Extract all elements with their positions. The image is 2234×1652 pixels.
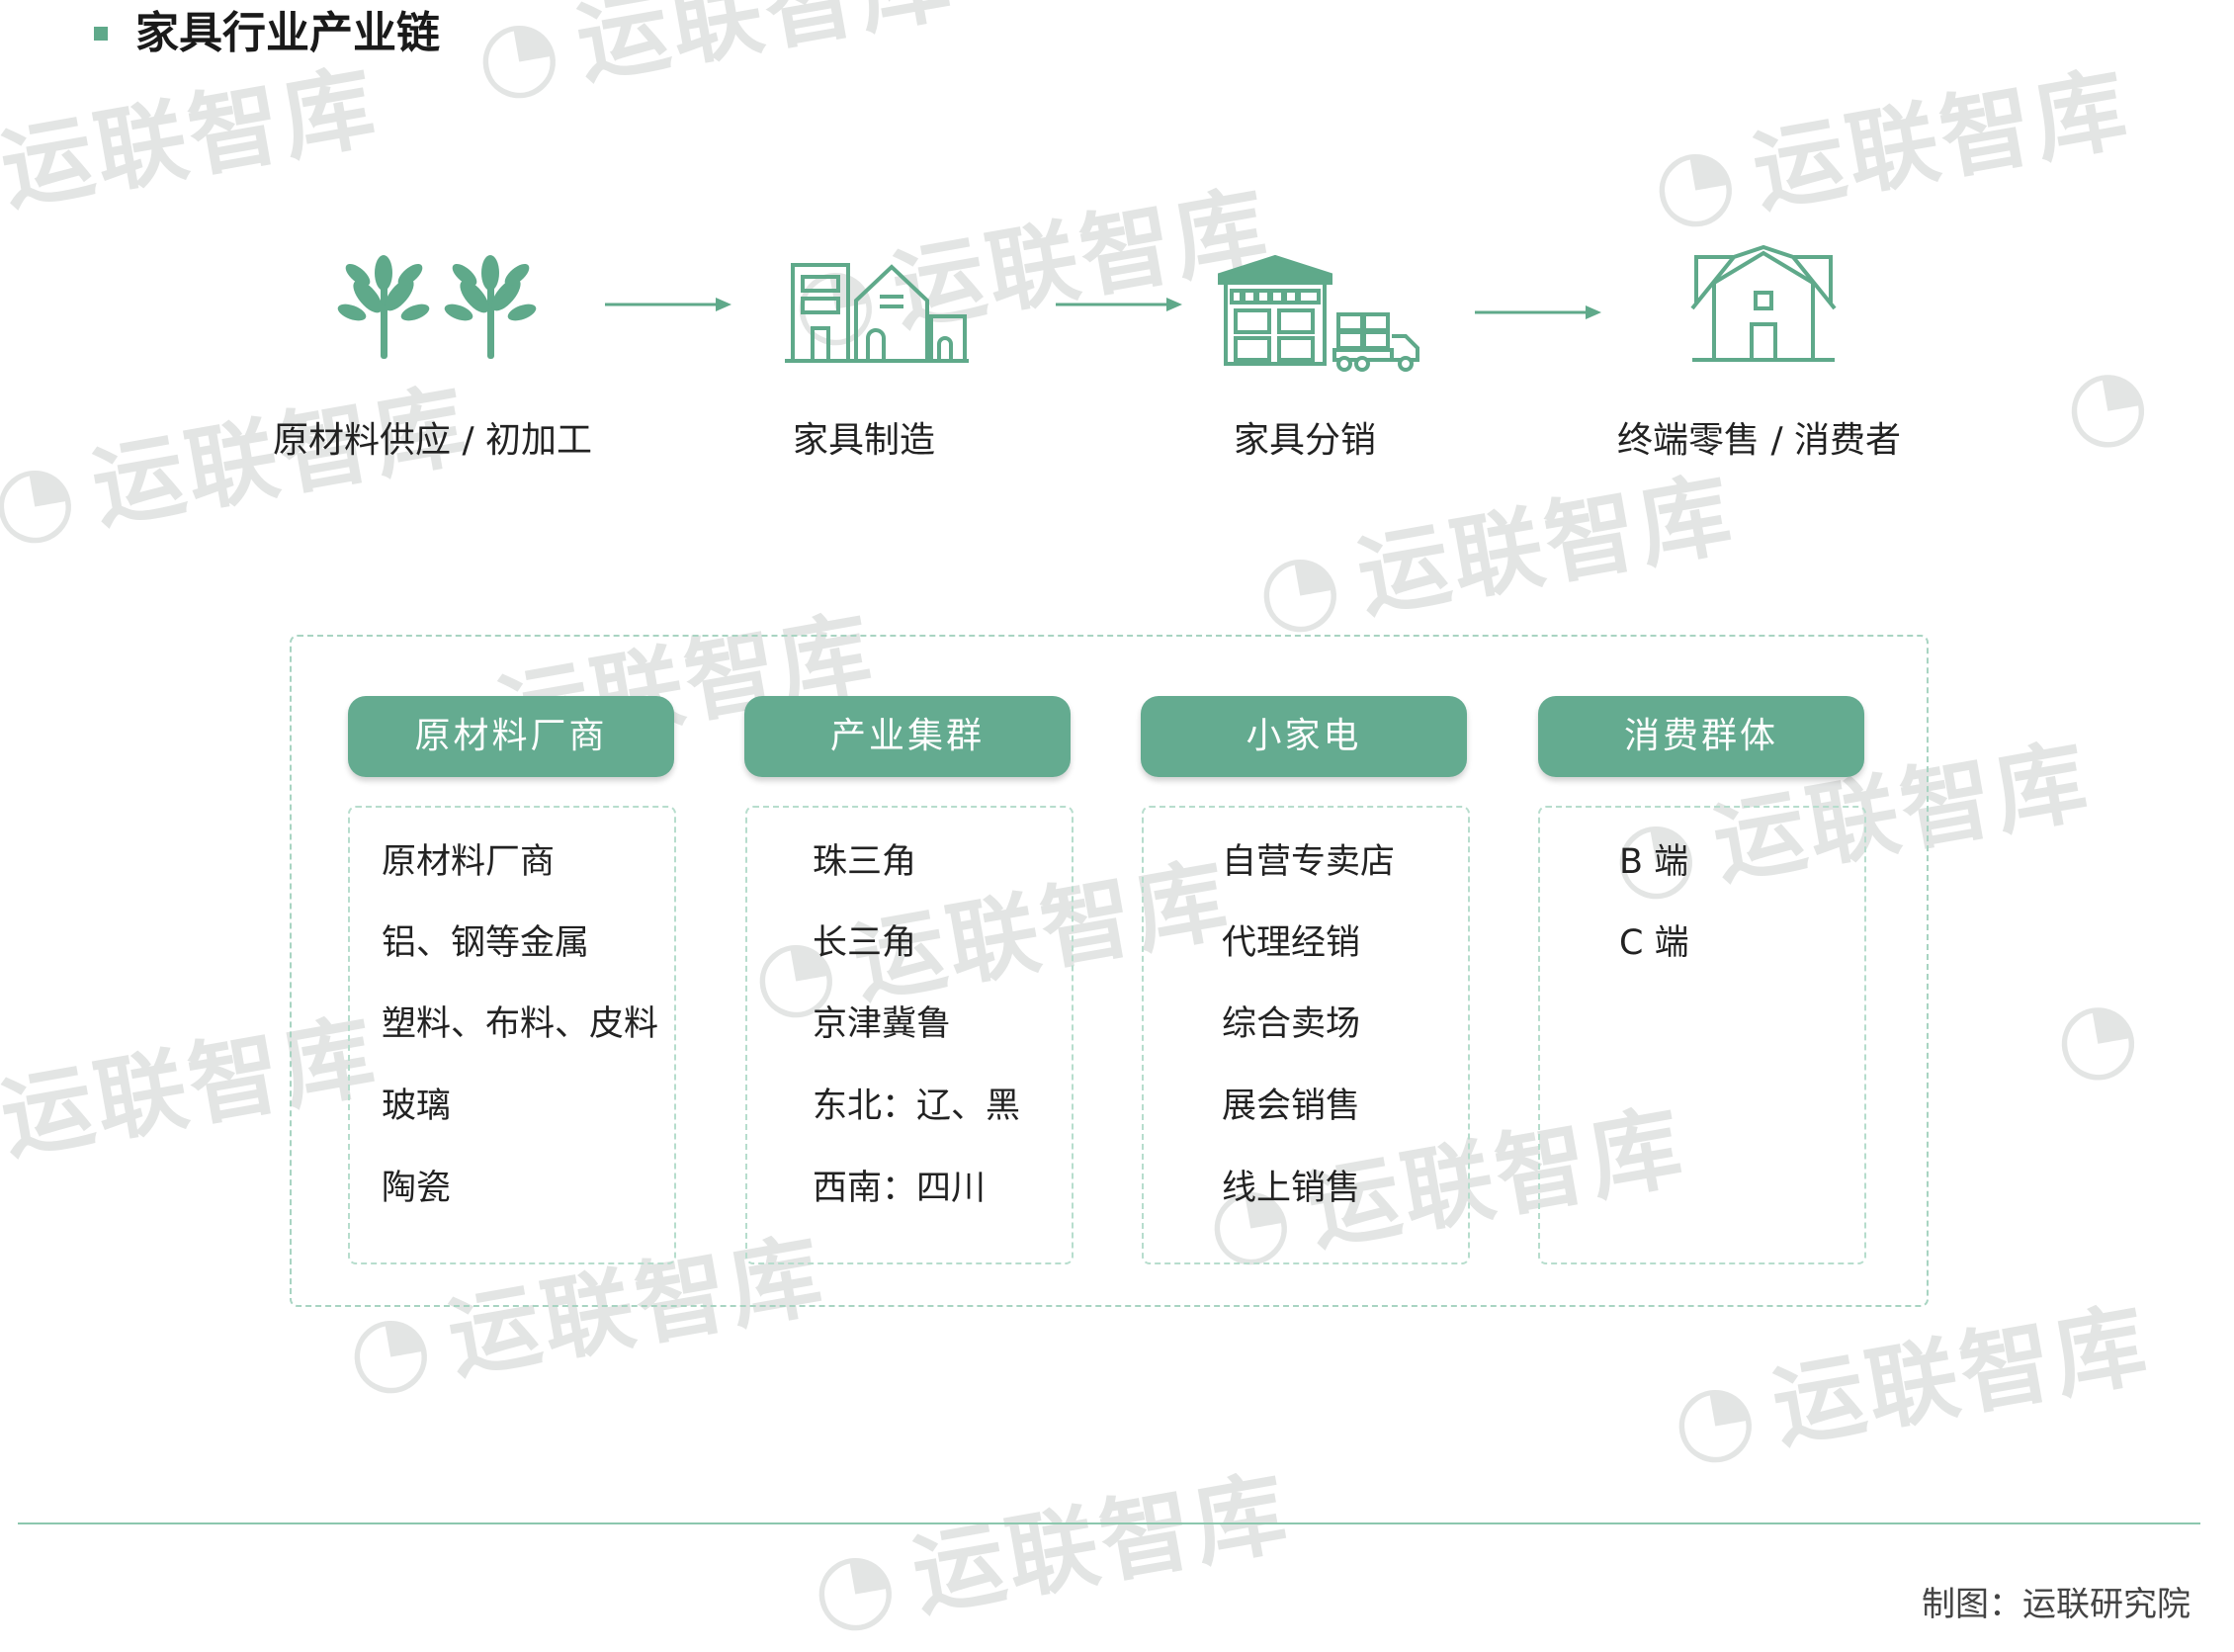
warehouse-truck-icon bbox=[1218, 254, 1419, 372]
list-item: 综合卖场 bbox=[1222, 1004, 1361, 1044]
list-item: 西南：四川 bbox=[813, 1169, 987, 1208]
trees-icon bbox=[337, 255, 537, 359]
title-marker bbox=[94, 27, 108, 41]
list-item: 东北：辽、黑 bbox=[813, 1087, 1021, 1126]
list-item: 玻璃 bbox=[382, 1087, 452, 1126]
list-item: 京津冀鲁 bbox=[813, 1004, 952, 1044]
column-header-raw-materials: 原材料厂商 bbox=[348, 696, 674, 777]
watermark: ◔运联智库 bbox=[803, 1458, 1298, 1649]
watermark: ◔运联智库 bbox=[1247, 460, 1743, 651]
arrow-right-icon bbox=[1475, 305, 1601, 319]
details-container bbox=[290, 635, 1929, 1307]
arrow-right-icon bbox=[1056, 298, 1182, 311]
watermark: ◔ bbox=[2046, 973, 2151, 1098]
list-item: 代理经销 bbox=[1222, 923, 1361, 963]
stage-label-raw-materials: 原材料供应 / 初加工 bbox=[273, 420, 593, 461]
column-list-industry-clusters bbox=[745, 806, 1074, 1264]
list-item: 原材料厂商 bbox=[382, 842, 556, 882]
stage-label-distribution: 家具分销 bbox=[1234, 420, 1377, 461]
list-item: 线上销售 bbox=[1222, 1169, 1361, 1208]
list-item: C 端 bbox=[1619, 923, 1689, 963]
list-item: 陶瓷 bbox=[382, 1169, 452, 1208]
watermark: ◔运联智库 bbox=[467, 0, 962, 117]
stage-label-manufacturing: 家具制造 bbox=[793, 420, 936, 461]
list-item: 珠三角 bbox=[813, 842, 917, 882]
list-item: 铝、钢等金属 bbox=[382, 923, 590, 963]
column-list-raw-materials bbox=[348, 806, 676, 1264]
factory-buildings-icon bbox=[785, 263, 969, 363]
list-item: B 端 bbox=[1619, 842, 1689, 882]
list-item: 塑料、布料、皮料 bbox=[382, 1004, 659, 1044]
column-header-consumer-groups: 消费群体 bbox=[1538, 696, 1864, 777]
page-title: 家具行业产业链 bbox=[135, 8, 440, 58]
stage-label-retail-consumer: 终端零售 / 消费者 bbox=[1617, 420, 1902, 461]
list-item: 自营专卖店 bbox=[1222, 842, 1396, 882]
column-list-consumer-groups bbox=[1538, 806, 1866, 1264]
watermark: ◔运联智库 bbox=[1643, 54, 2138, 245]
house-icon bbox=[1690, 244, 1837, 362]
column-header-industry-clusters: 产业集群 bbox=[744, 696, 1071, 777]
column-header-small-appliances: 小家电 bbox=[1141, 696, 1467, 777]
list-item: 长三角 bbox=[813, 923, 917, 963]
watermark: ◔ bbox=[2056, 340, 2161, 466]
arrow-right-icon bbox=[605, 298, 731, 311]
source-credit: 制图：运联研究院 bbox=[1922, 1585, 2191, 1624]
footer-divider bbox=[18, 1522, 2200, 1524]
column-list-small-appliances bbox=[1142, 806, 1470, 1264]
list-item: 展会销售 bbox=[1222, 1087, 1361, 1126]
